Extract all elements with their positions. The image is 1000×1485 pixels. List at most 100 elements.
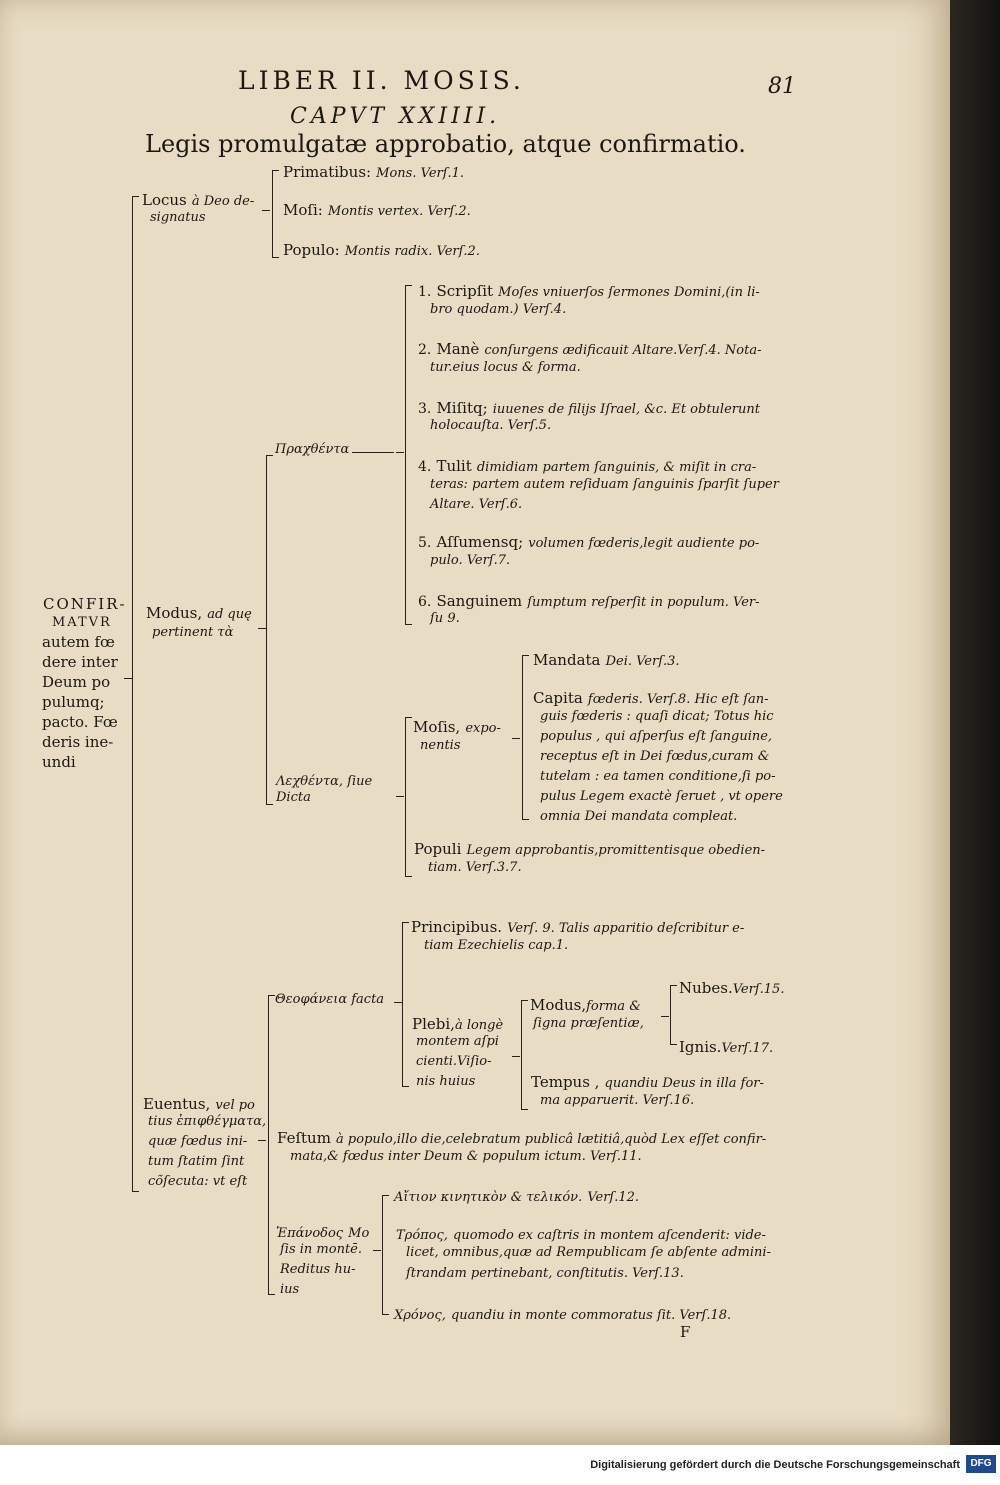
locus-item-mosi: Moſi: Montis vertex. Verſ.2. <box>283 201 471 219</box>
locus-brace-tip <box>262 210 270 211</box>
epanodos-brace-tip <box>373 1250 381 1251</box>
main-brace-tip <box>124 678 132 679</box>
action-item-6-cont: ſu 9. <box>430 611 460 626</box>
prachthenta-dash <box>352 452 394 453</box>
modus2-brace <box>670 985 677 1045</box>
euentus-label-2: tius ἐπιφθέγματα, <box>148 1114 267 1129</box>
populi-line: Populi Legem approbantis,promittentisque… <box>414 840 766 858</box>
ignis-line: Ignis.Verſ.17. <box>679 1038 774 1056</box>
theophaneia-brace <box>402 922 409 1087</box>
principibus-line: Principibus. Verſ. 9. Talis apparitio de… <box>411 918 745 936</box>
modus2-brace-tip <box>661 1016 669 1017</box>
action-item-1-cont: bro quodam.) Verſ.4. <box>430 302 567 317</box>
page-title: Legis promulgatæ approbatio, atque confi… <box>145 130 746 158</box>
epanodos-label-3: Reditus hu- <box>280 1262 356 1277</box>
page-number: 81 <box>768 74 796 99</box>
book-page: LIBER II. MOSIS. 81 CAPVT XXIIII. Legis … <box>0 0 950 1445</box>
euentus-label-5: cõſecuta: vt eſt <box>148 1174 248 1189</box>
tempus-line: Tempus , quandiu Deus in illa for- <box>531 1073 764 1091</box>
modus-brace <box>266 455 273 805</box>
plebi-brace <box>521 1000 528 1110</box>
tropos-line-2: licet, omnibus,quæ ad Rempublicam ſe abſ… <box>406 1245 771 1260</box>
modus-label-cont: pertinent τὰ <box>152 625 234 640</box>
aition-line: Αἴτιον κινητικὸν & τελικόν. Verſ.12. <box>394 1190 640 1205</box>
plebi-label-2: montem aſpi <box>416 1034 499 1049</box>
capita-line-7: omnia Dei mandata compleat. <box>540 809 738 824</box>
euentus-label: Euentus, vel po <box>143 1095 255 1113</box>
euentus-brace-tip <box>258 1140 266 1141</box>
root-line-4: dere inter <box>42 653 118 671</box>
root-line-9: undi <box>42 753 76 771</box>
locus-item-populo: Populo: Montis radix. Verſ.2. <box>283 241 480 259</box>
root-line-7: pacto. Fœ <box>42 713 118 731</box>
action-item-5-cont: pulo. Verſ.7. <box>430 553 511 568</box>
modus-label: Modus, ad quę <box>146 604 252 622</box>
nubes-line: Nubes.Verſ.15. <box>679 979 785 997</box>
modus2-label-cont: ſigna præſentiæ, <box>533 1016 644 1031</box>
action-item-2-cont: tur.eius locus & forma. <box>430 360 581 375</box>
capita-line: Capita fœderis. Verſ.8. Hic eſt ſan- <box>533 689 769 707</box>
chapter-heading: CAPVT XXIIII. <box>290 104 501 129</box>
root-line-5: Deum po <box>42 673 111 691</box>
dfg-logo-icon: DFG <box>966 1455 996 1473</box>
tempus-line-cont: ma apparuerit. Verſ.16. <box>540 1093 695 1108</box>
populi-line-cont: tiam. Verſ.3.7. <box>428 860 522 875</box>
action-item-3-cont: holocauſta. Verſ.5. <box>430 418 552 433</box>
capita-line-4: receptus eſt in Dei fœdus,curam & <box>540 749 770 764</box>
festum-line: Feſtum à populo,illo die,celebratum publ… <box>277 1129 767 1147</box>
running-title: LIBER II. MOSIS. <box>238 66 525 95</box>
action-item-2: 2. Manè conſurgens ædificauit Altare.Ver… <box>418 340 762 358</box>
festum-line-cont: mata,& fœdus inter Deum & populum ictum.… <box>290 1149 642 1164</box>
modus-brace-tip <box>258 628 266 629</box>
footer-strip: Digitalisierung gefördert durch die Deut… <box>0 1445 1000 1485</box>
action-item-3: 3. Miſitq; iuuenes de filijs Iſrael, &c.… <box>418 399 760 417</box>
plebi-label: Plebi,à longè <box>412 1015 504 1033</box>
root-line-6: pulumq; <box>42 693 105 711</box>
prachthenta-brace <box>405 285 412 625</box>
locus-brace <box>272 170 279 258</box>
epanodos-label: Ἐπάνοδος Mo <box>276 1226 370 1241</box>
action-item-4: 4. Tulit dimidiam partem ſanguinis, & mi… <box>418 457 757 475</box>
locus-label-cont: signatus <box>150 210 206 225</box>
euentus-label-4: tum ſtatim ſint <box>148 1154 245 1169</box>
action-item-4-cont2: Altare. Verſ.6. <box>430 497 523 512</box>
theophaneia-label: Θεοφάνεια facta <box>275 992 385 1007</box>
capita-line-5: tutelam : ea tamen conditione,ſi po- <box>540 769 776 784</box>
prachthenta-brace-tip <box>396 452 404 453</box>
book-edge <box>950 0 1000 1445</box>
action-item-1: 1. Scripſit Moſes vniuerſos ſermones Dom… <box>418 282 760 300</box>
chronos-line: Χρόνος, quandiu in monte commoratus ſit.… <box>394 1308 732 1323</box>
plebi-label-3: cienti.Viſio- <box>416 1054 492 1069</box>
root-line-1: CONFIR- <box>43 595 127 613</box>
mosis-label: Moſis, expo- <box>413 718 501 736</box>
lechthenta-label-cont: Dicta <box>276 790 311 805</box>
theophaneia-brace-tip <box>394 1002 402 1003</box>
plebi-brace-tip <box>512 1056 520 1057</box>
modus2-label: Modus,forma & <box>530 996 641 1014</box>
lechthenta-brace-tip <box>396 796 404 797</box>
action-item-5: 5. Aſſumensq; volumen fœderis,legit audi… <box>418 533 760 551</box>
locus-item-primatibus: Primatibus: Mons. Verſ.1. <box>283 163 465 181</box>
mosis-brace-tip <box>512 738 520 739</box>
mosis-brace <box>522 655 529 820</box>
action-item-4-cont: teras: partem autem reſiduam ſanguinis ſ… <box>430 477 779 492</box>
action-item-6: 6. Sanguinem ſumptum reſperſit in populu… <box>418 592 760 610</box>
capita-line-6: pulus Legem exactè ſeruet , vt opere <box>540 789 783 804</box>
tropos-line: Τρόπος, quomodo ex caſtris in montem aſc… <box>396 1228 766 1243</box>
epanodos-label-2: ſis in montē. <box>280 1242 363 1257</box>
mandata-line: Mandata Dei. Verſ.3. <box>533 651 680 669</box>
root-line-8: deris ine- <box>42 733 114 751</box>
capita-line-2: guis fœderis : quaſi dicat; Totus hic <box>540 709 774 724</box>
root-line-2: MATVR <box>52 615 112 630</box>
lechthenta-brace <box>405 717 412 877</box>
signature-mark: F <box>680 1323 691 1341</box>
prachthenta-label: Πραχθέντα <box>275 442 350 457</box>
lechthenta-label: Λεχθέντα, ſiue <box>276 774 373 789</box>
euentus-brace <box>268 995 275 1295</box>
tropos-line-3: ſtrandam pertinebant, conſtitutis. Verſ.… <box>406 1266 684 1281</box>
main-brace <box>132 196 139 1192</box>
principibus-line-cont: tiam Ezechielis cap.1. <box>424 938 569 953</box>
mosis-label-cont: nentis <box>420 738 461 753</box>
capita-line-3: populus , qui aſperſus eſt ſanguine, <box>540 729 773 744</box>
epanodos-brace <box>382 1195 389 1315</box>
